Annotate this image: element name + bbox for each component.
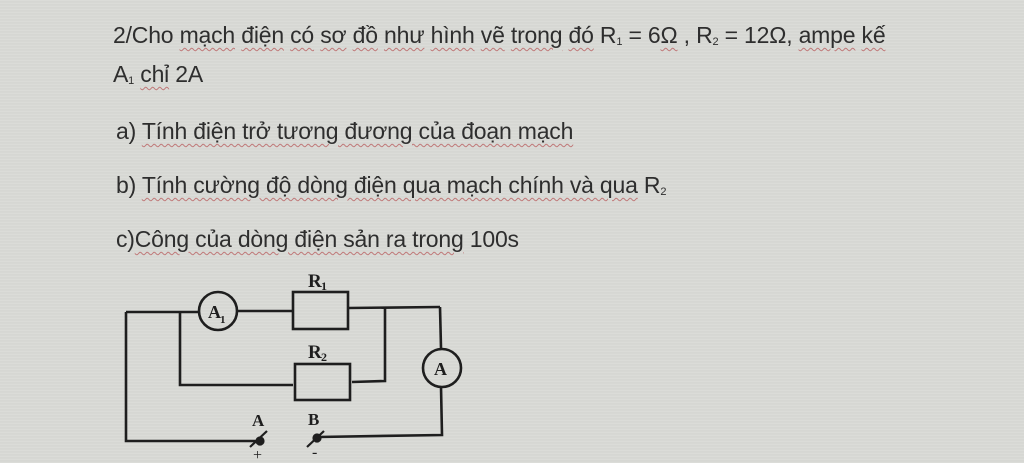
word: đồ (352, 22, 378, 48)
word: kế (861, 22, 886, 48)
word: ampe (798, 22, 856, 48)
ammeter-subscript: 1 (128, 75, 135, 87)
r2-symbol: R (637, 172, 661, 198)
r1-label-sub: 1 (321, 279, 327, 293)
problem-number: 2/Cho (113, 22, 180, 48)
problem-statement-line-1: 2/Cho mạch điện có sơ đồ như hình vẽ tro… (113, 22, 886, 49)
word: hình (430, 22, 475, 48)
r1-subscript: 1 (616, 36, 623, 48)
word: sơ (320, 22, 347, 48)
question-c: c)Công của dòng điện sản ra trong 100s (116, 226, 519, 253)
question-c-prefix: c) (116, 226, 135, 252)
word: chỉ (140, 61, 170, 87)
separator: , (677, 22, 697, 48)
question-b-text: Tính cường độ dòng điện qua mạch chính v… (141, 172, 638, 198)
question-b: b) Tính cường độ dòng điện qua mạch chín… (116, 172, 666, 199)
wire-inner-left (178, 312, 293, 387)
question-a-text: Tính điện trở tương đương của đoạn mạch (141, 118, 574, 144)
ammeter-a1-icon (197, 290, 239, 332)
question-b-prefix: b) (116, 172, 142, 198)
question-c-text: Công của dòng điện sản ra trong (134, 226, 464, 252)
r1-label: R (308, 271, 322, 292)
r2-subscript: 2 (660, 186, 667, 198)
word: điện (241, 22, 284, 48)
terminal-b-label: B (308, 410, 319, 429)
wire-outer-left (124, 312, 260, 443)
r2-label-sub: 2 (321, 350, 327, 364)
ohm-unit: Ω (660, 22, 678, 48)
ammeter-a1-label: A (208, 302, 221, 322)
r2-label: R (308, 342, 322, 363)
ammeter-main-icon (421, 347, 463, 389)
ammeter-symbol: A (113, 61, 129, 87)
question-c-suffix: 100s (463, 226, 519, 252)
word: như (384, 22, 425, 48)
r2-symbol: R (696, 22, 713, 48)
resistor-r1 (291, 290, 350, 331)
question-a-prefix: a) (116, 118, 142, 144)
resistor-r2 (293, 362, 352, 402)
ammeter-reading: 2A (169, 61, 204, 87)
circuit-diagram: R 1 R 2 A 1 A A B + - (124, 271, 463, 463)
r1-value: = 6 (622, 22, 661, 48)
r2-value: = 12Ω, (718, 22, 799, 48)
word: vẽ (480, 22, 505, 48)
terminal-a-sign: + (253, 447, 262, 463)
question-a: a) Tính điện trở tương đương của đoạn mạ… (116, 118, 573, 145)
word: có (290, 22, 315, 48)
word: mạch (179, 22, 236, 48)
terminal-b-sign: - (312, 444, 317, 461)
problem-statement-line-2: A1 chỉ 2A (113, 61, 203, 88)
ammeter-main-label: A (434, 359, 447, 379)
ammeter-a1-sub: 1 (220, 314, 226, 326)
terminal-b-icon (306, 430, 325, 448)
r2-subscript: 2 (712, 36, 719, 48)
r1-symbol: R (599, 22, 617, 48)
terminal-a-icon (249, 430, 268, 448)
terminal-a-label: A (252, 411, 265, 430)
word: đó (568, 22, 594, 48)
word: trong (510, 22, 563, 48)
